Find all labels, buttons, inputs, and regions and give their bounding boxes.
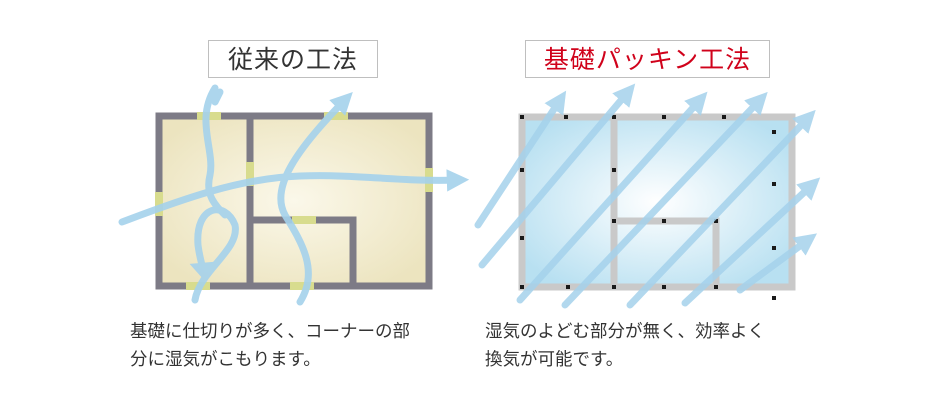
packing-description-line2: 換気が可能です。 bbox=[485, 350, 624, 370]
conventional-description-line1: 基礎に仕切りが多く、コーナーの部 bbox=[130, 322, 410, 342]
crawlspace-area-ventilated bbox=[522, 117, 792, 287]
packing-foundation-diagram bbox=[474, 83, 821, 309]
conventional-description-line2: 分に湿気がこもります。 bbox=[130, 350, 321, 370]
packing-description-line1: 湿気のよどむ部分が無く、効率よく bbox=[485, 322, 765, 342]
packing-method-title: 基礎パッキン工法 bbox=[525, 40, 770, 78]
packing-pads bbox=[520, 115, 776, 300]
airflow-arrows-stagnant bbox=[118, 84, 470, 306]
conventional-foundation-diagram bbox=[118, 84, 470, 306]
conventional-method-title: 従来の工法 bbox=[208, 40, 378, 78]
packing-description: 湿気のよどむ部分が無く、効率よく 換気が可能です。 bbox=[485, 318, 845, 374]
airflow-arrows-through bbox=[474, 83, 821, 309]
conventional-description: 基礎に仕切りが多く、コーナーの部 分に湿気がこもります。 bbox=[130, 318, 490, 374]
crawlspace-area bbox=[159, 116, 429, 286]
